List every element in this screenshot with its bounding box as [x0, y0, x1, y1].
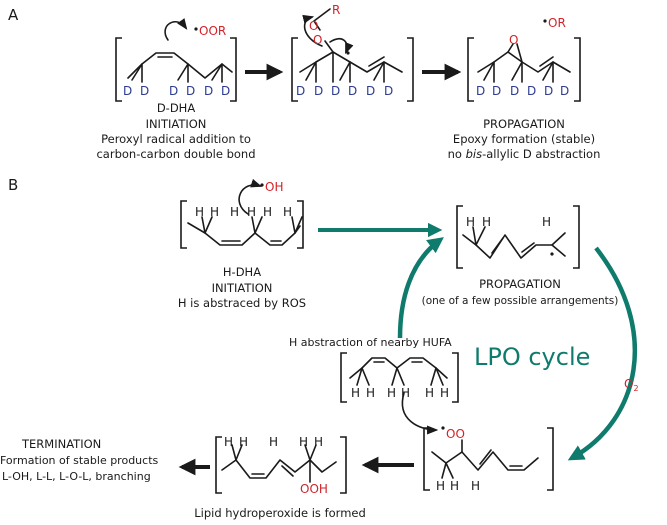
h-atom: H	[440, 386, 449, 400]
b5-molecule	[215, 436, 347, 494]
h-atom: H	[401, 386, 410, 400]
b-initiation-title: INITIATION	[212, 281, 273, 295]
h-atom: H	[269, 435, 278, 449]
h-atom: H	[283, 205, 292, 219]
d-atom: D	[204, 84, 213, 98]
termination-title: TERMINATION	[21, 437, 101, 451]
alkoxyl-radical-label: OR	[548, 16, 566, 30]
panel-a-label: A	[8, 6, 19, 24]
propagation-title: PROPAGATION	[483, 117, 565, 131]
cycle-arrow-oxygen	[567, 246, 638, 461]
d-atom: D	[221, 84, 230, 98]
h-dha-label: H-DHA	[223, 265, 261, 279]
h-atom: H	[366, 386, 375, 400]
d-atom: D	[331, 84, 340, 98]
hydroperoxide-label: Lipid hydroperoxide is formed	[194, 506, 366, 520]
radical-dot-icon	[260, 183, 264, 187]
a3-molecule	[467, 37, 581, 102]
propagation-desc-2-post: -allylic D abstraction	[482, 147, 600, 161]
propagation-desc-2-pre: no	[448, 147, 466, 161]
termination-desc-1: Formation of stable products	[0, 454, 159, 467]
h-atom: H	[387, 386, 396, 400]
abstraction-label: H abstraction of nearby HUFA	[289, 336, 452, 349]
b3-molecule	[340, 352, 459, 435]
d-atom: D	[510, 84, 519, 98]
b-propagation-desc: (one of a few possible arrangements)	[422, 295, 619, 307]
h-atom: H	[436, 479, 445, 493]
d-atom: D	[169, 84, 178, 98]
b4-molecule	[423, 427, 554, 491]
cycle-arrow-abstraction	[397, 237, 444, 339]
d-atom: D	[348, 84, 357, 98]
o2-main: O	[624, 377, 633, 391]
h-atom: H	[239, 435, 248, 449]
d-atom: D	[527, 84, 536, 98]
d-atom: D	[476, 84, 485, 98]
initiation-desc-1: Peroxyl radical addition to	[101, 132, 251, 146]
d-atom: D	[314, 84, 323, 98]
termination-desc-2: L-OH, L-L, L-O-L, branching	[2, 470, 151, 483]
b-propagation-title: PROPAGATION	[479, 277, 561, 291]
h-atom: H	[450, 479, 459, 493]
d-atom: D	[560, 84, 569, 98]
o-atom-lower: O	[313, 33, 322, 47]
b2-molecule	[456, 205, 580, 269]
lpo-cycle-label: LPO cycle	[474, 343, 590, 371]
a1-molecule	[115, 18, 237, 102]
d-atom: D	[123, 84, 132, 98]
d-atom: D	[186, 84, 195, 98]
h-atom: H	[224, 435, 233, 449]
radical-dot-icon	[194, 27, 198, 31]
o2-label: O2	[624, 377, 639, 393]
h-atom: H	[542, 215, 551, 229]
h-atom: H	[425, 386, 434, 400]
radical-dot-icon	[441, 426, 445, 430]
initiation-desc-2: carbon-carbon double bond	[96, 147, 255, 161]
b1-molecule	[180, 178, 304, 249]
radical-dot-icon	[543, 19, 547, 23]
h-atom: H	[482, 215, 491, 229]
h-atom: H	[230, 205, 239, 219]
h-atom: H	[314, 435, 323, 449]
h-atom: H	[351, 386, 360, 400]
h-atom: H	[299, 435, 308, 449]
o-atom-upper: O	[309, 19, 318, 33]
h-atom: H	[210, 205, 219, 219]
h-atom: H	[195, 205, 204, 219]
b-initiation-desc: H is abstraced by ROS	[178, 296, 306, 310]
d-dha-label: D-DHA	[157, 101, 196, 115]
d-atom: D	[366, 84, 375, 98]
o2-subscript: 2	[633, 384, 638, 393]
h-atom: H	[471, 479, 480, 493]
d-atom: D	[384, 84, 393, 98]
propagation-desc-2: no bis-allylic D abstraction	[448, 147, 601, 161]
panel-b-label: B	[8, 176, 18, 194]
a2-molecule	[291, 8, 414, 102]
hydroperoxide-group: OOH	[300, 482, 328, 496]
propagation-desc-2-em: bis	[466, 147, 483, 161]
d-atom: D	[296, 84, 305, 98]
d-atom: D	[544, 84, 553, 98]
oh-radical-label: OH	[265, 180, 283, 194]
propagation-desc-1: Epoxy formation (stable)	[453, 132, 595, 146]
h-atom: H	[247, 205, 256, 219]
epoxide-o-atom: O	[509, 33, 518, 47]
d-atom: D	[492, 84, 501, 98]
radical-dot-icon	[346, 51, 350, 55]
d-atom: D	[140, 84, 149, 98]
peroxyl-radical-label: OOR	[199, 24, 226, 38]
radical-dot-icon	[550, 252, 554, 256]
initiation-title: INITIATION	[146, 117, 207, 131]
h-atom: H	[263, 205, 272, 219]
peroxyl-radical-label: OO	[446, 427, 465, 441]
h-atom: H	[466, 215, 475, 229]
r-group-label: R	[332, 3, 340, 17]
